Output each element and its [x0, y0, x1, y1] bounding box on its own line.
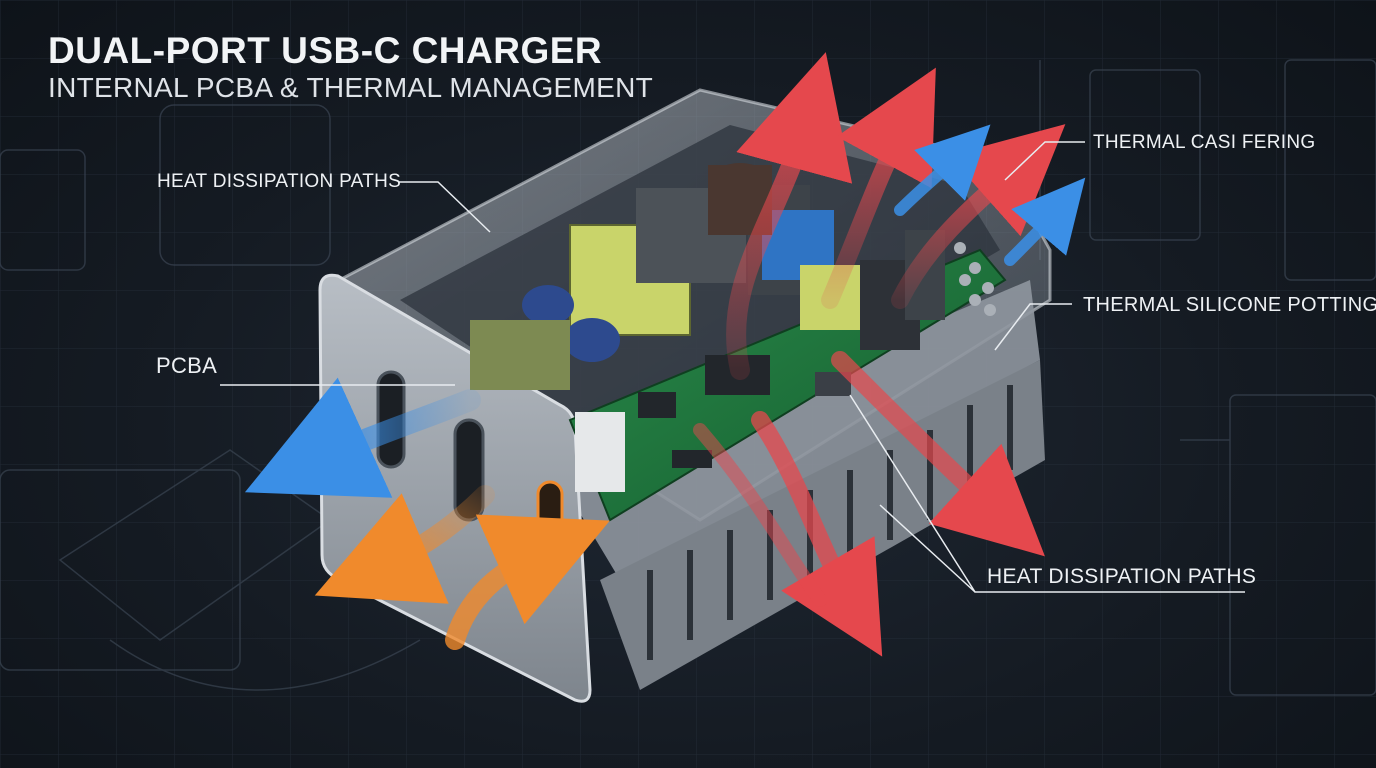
page-title: DUAL-PORT USB-C CHARGER — [48, 30, 603, 71]
silicone-potting — [560, 280, 1040, 580]
callout-heat-paths-top: HEAT DISSIPATION PATHS — [157, 171, 402, 192]
warm-flow-arrows — [314, 485, 610, 650]
callout-pcba: PCBA — [156, 353, 218, 378]
callout-silicone-potting: THERMAL SILICONE POTTING — [1083, 294, 1376, 316]
callout-leader-lines — [220, 141, 1245, 593]
page-subtitle: INTERNAL PCBA & THERMAL MANAGEMENT — [48, 72, 654, 103]
callout-thermal-casing: THERMAL CASI FERING — [1093, 132, 1316, 153]
vent-holes — [954, 242, 996, 316]
heat-flow-arrows — [693, 52, 1066, 657]
cool-flow-arrows — [244, 124, 1086, 498]
callout-heat-paths-bottom: HEAT DISSIPATION PATHS — [987, 565, 1257, 588]
